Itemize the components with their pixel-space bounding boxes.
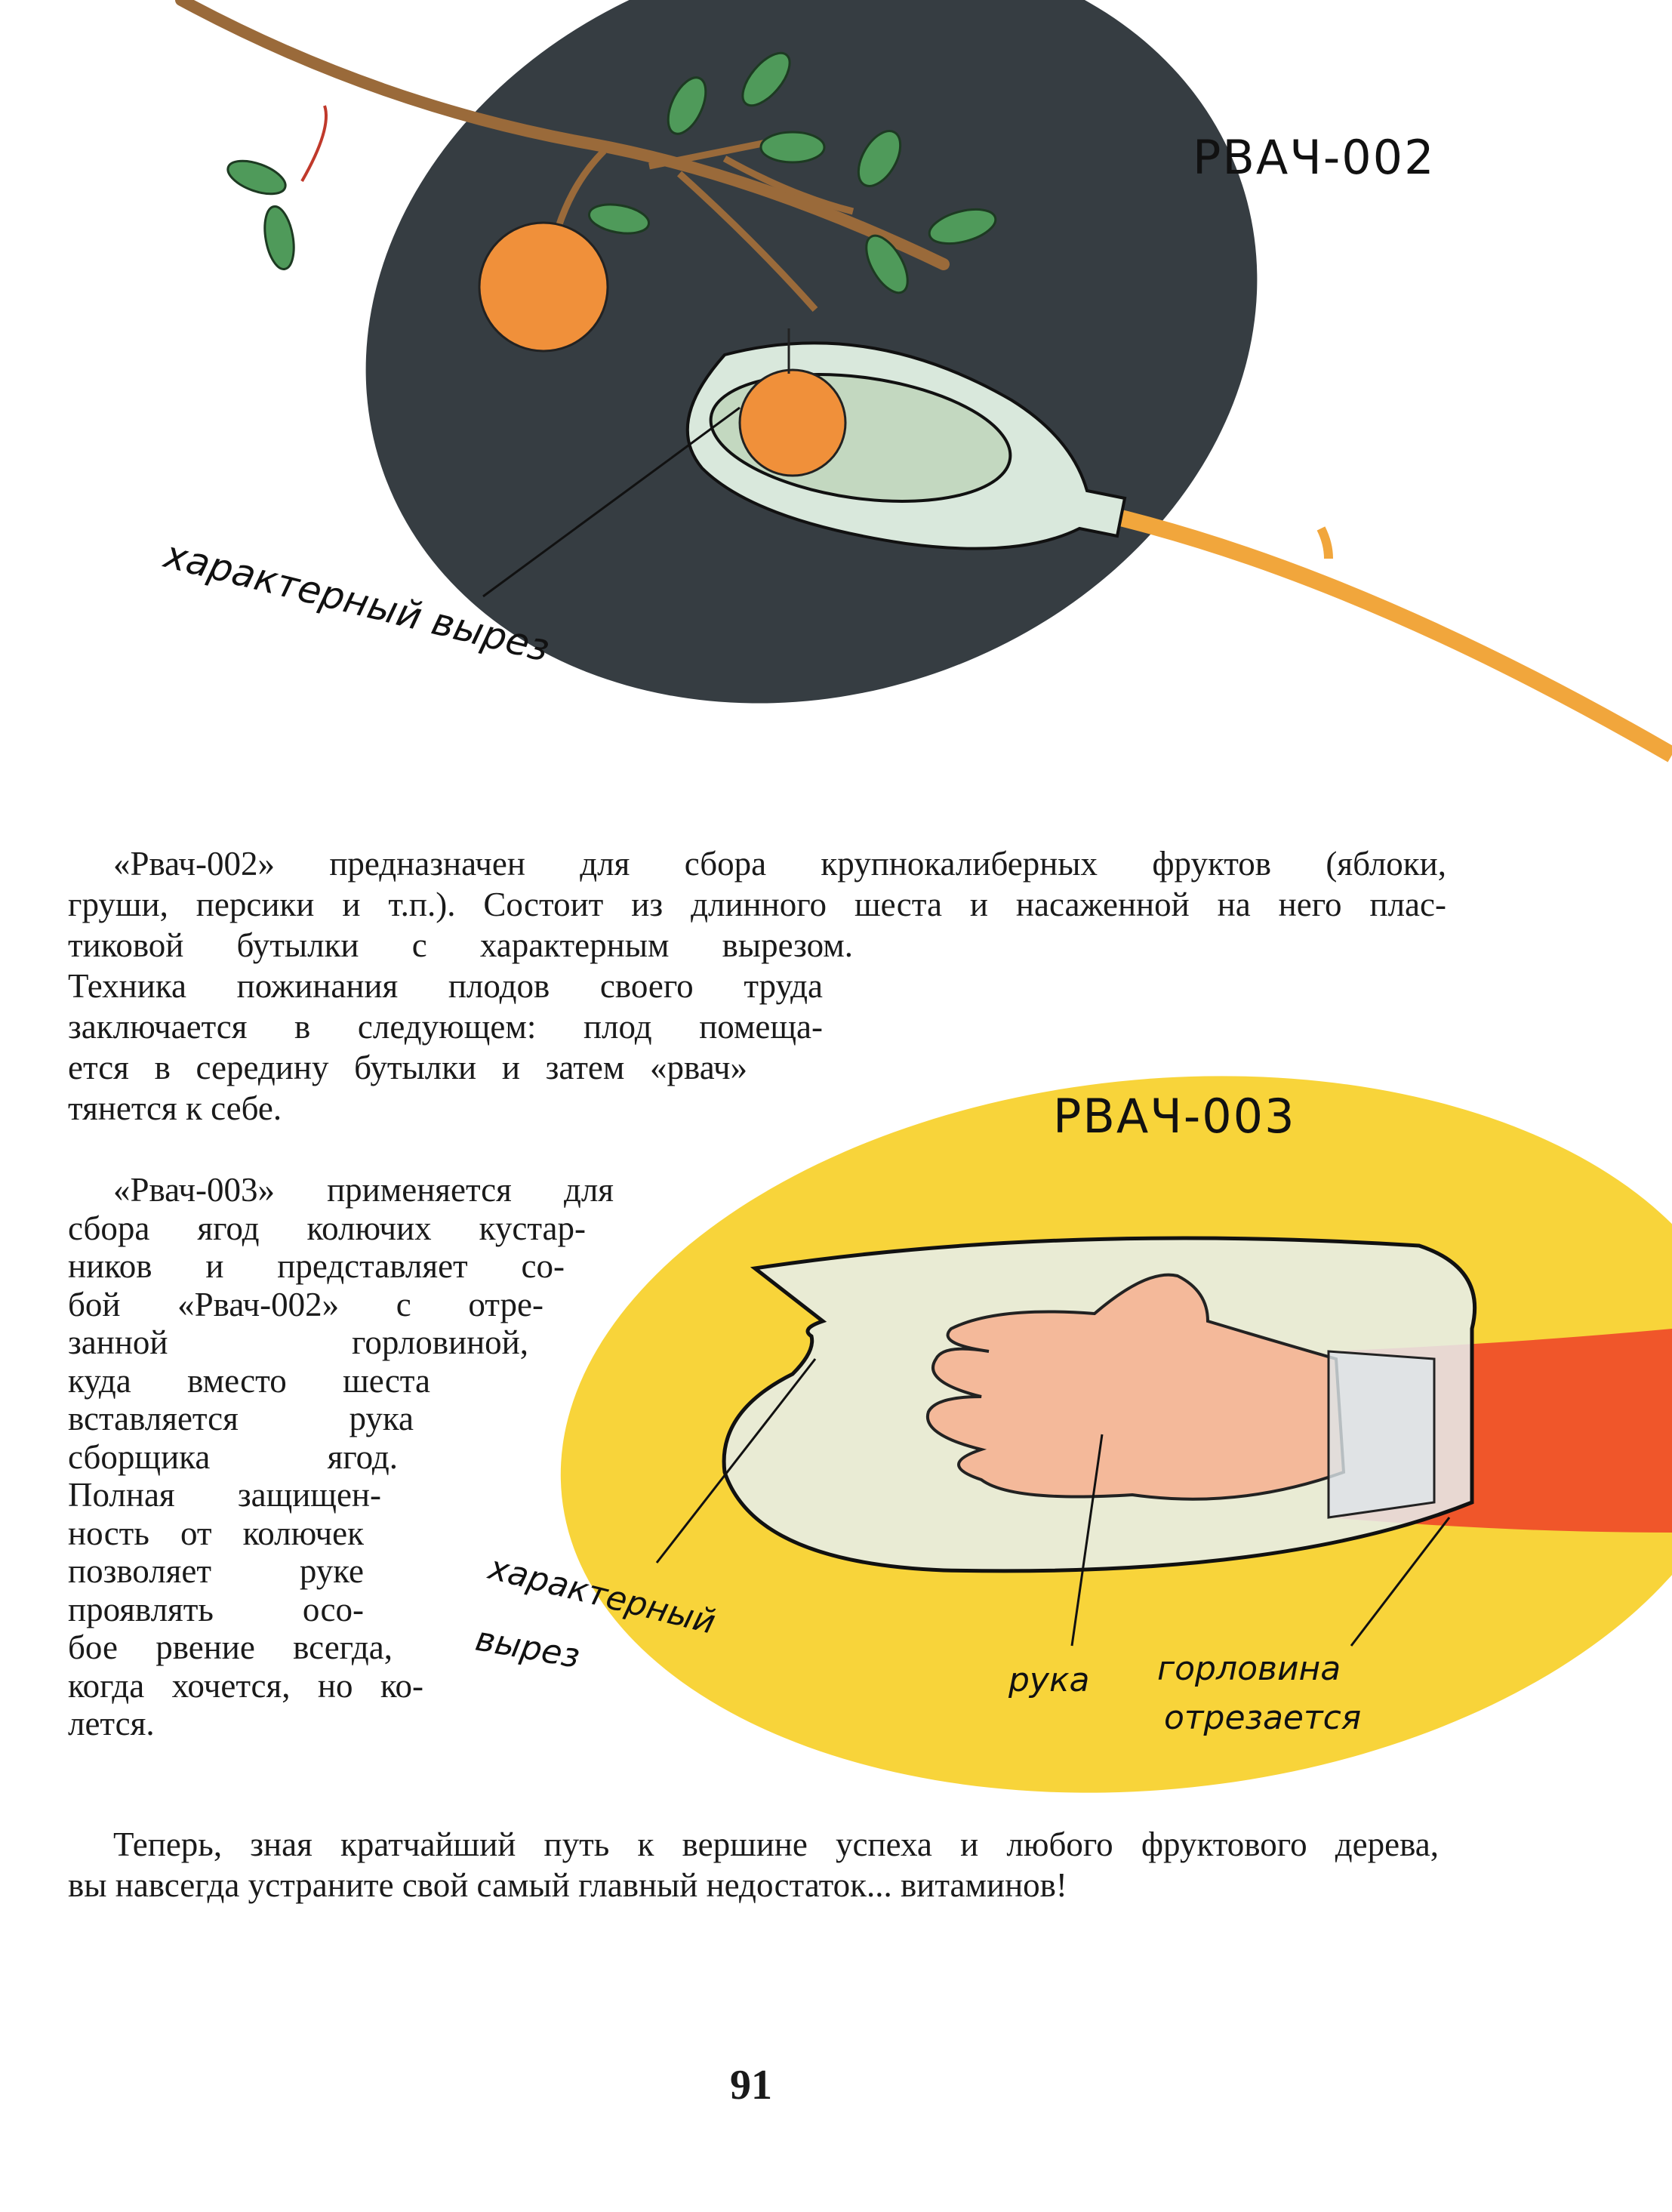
page-number: 91 bbox=[730, 2062, 772, 2109]
text-line: Полная защищен- bbox=[68, 1476, 381, 1514]
apple bbox=[478, 221, 609, 353]
text-line: ется в середину бутылки и затем «рвач» bbox=[68, 1049, 747, 1086]
text-line: ность от колючек bbox=[68, 1514, 364, 1552]
neck-label-2: отрезается bbox=[1164, 1699, 1361, 1737]
text-line: Техника пожинания плодов своего труда bbox=[68, 967, 823, 1005]
twig bbox=[555, 132, 854, 312]
callout-line bbox=[482, 406, 741, 598]
text-line: бое рвение всегда, bbox=[68, 1628, 393, 1666]
text-line: проявлять осо- bbox=[68, 1591, 364, 1628]
text-line: ников и представляет со- bbox=[68, 1247, 565, 1285]
cutout-callout-line bbox=[655, 1358, 817, 1563]
text-line: куда вместо шеста bbox=[68, 1362, 430, 1400]
apple-in-bottle bbox=[738, 368, 847, 477]
apple-stem-string bbox=[300, 105, 328, 182]
text-line: Теперь, зная кратчайший путь к вершине у… bbox=[113, 1825, 1439, 1863]
text-line: груши, персики и т.п.). Состоит из длинн… bbox=[68, 886, 1446, 923]
text-line: тянется к себе. bbox=[68, 1089, 282, 1127]
text-line: бой «Рвач-002» с отре- bbox=[68, 1286, 543, 1323]
text-line: сбора ягод колючих кустар- bbox=[68, 1209, 586, 1247]
leaves bbox=[226, 51, 997, 294]
text-line: «Рвач-002» предназначен для сбора крупно… bbox=[113, 845, 1446, 883]
neck-label: горловина bbox=[1157, 1650, 1341, 1688]
hand-callout-line bbox=[1070, 1434, 1104, 1647]
rvach-003-title: РВАЧ-003 bbox=[1053, 1089, 1296, 1144]
neck-callout-line bbox=[1350, 1517, 1451, 1647]
text-line: позволяет руке bbox=[68, 1552, 364, 1590]
pole-twig bbox=[1316, 526, 1333, 559]
hand bbox=[925, 1273, 1346, 1501]
text-line: вы навсегда устраните свой самый главный… bbox=[68, 1866, 1067, 1904]
text-line: тиковой бутылки с характерным вырезом. bbox=[68, 926, 853, 964]
text-line: когда хочется, но ко- bbox=[68, 1667, 423, 1705]
hand-label: рука bbox=[1008, 1661, 1090, 1699]
rvach-003-illustration: РВАЧ-003 характерный вырез рука горловин… bbox=[473, 1076, 1672, 1793]
text-line: вставляется рука bbox=[68, 1400, 414, 1437]
text-line: занной горловиной, bbox=[68, 1323, 528, 1361]
text-line: заключается в следующем: плод помеща- bbox=[68, 1008, 823, 1046]
text-line: сборщика ягод. bbox=[68, 1438, 398, 1476]
text-line: лется. bbox=[68, 1705, 155, 1742]
text-line: «Рвач-003» применяется для bbox=[113, 1171, 614, 1209]
cutout-callout-2b: вырез bbox=[473, 1620, 583, 1676]
pole bbox=[1100, 505, 1672, 762]
branch bbox=[175, 0, 950, 270]
rvach-002-title: РВАЧ-002 bbox=[1193, 130, 1436, 185]
cuff bbox=[1327, 1350, 1436, 1519]
rvach-002-illustration: РВАЧ-002 характерный вырез bbox=[159, 0, 1672, 762]
